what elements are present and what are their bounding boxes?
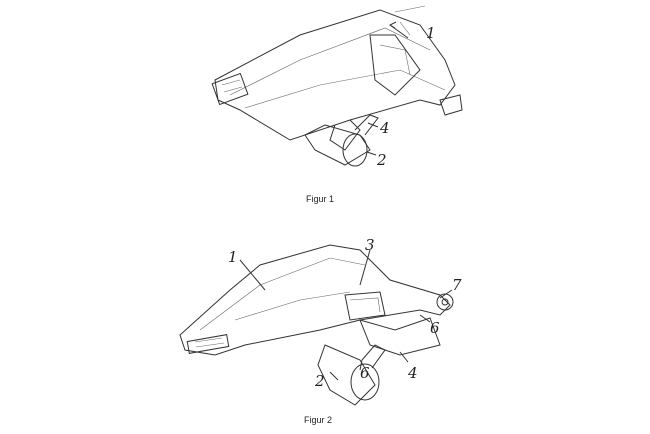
figure-2-label-6b: 6 — [360, 364, 370, 382]
figure-1-drawing: 1 4 2 — [211, 5, 463, 169]
figure-2-caption: Figur 2 — [304, 415, 333, 425]
figure-2-drawing: 1 3 7 6 6 4 2 — [179, 236, 462, 406]
figure-2-label-3: 3 — [365, 236, 375, 254]
figure-1-label-2: 2 — [376, 151, 387, 169]
figure-2-label-2: 2 — [314, 372, 325, 390]
figure-2-label-7: 7 — [452, 276, 462, 294]
figure-2-label-1: 1 — [228, 248, 238, 266]
figure-2-label-6a: 6 — [430, 319, 440, 337]
figure-1-label-1: 1 — [426, 24, 436, 42]
figure-1-label-4: 4 — [379, 119, 390, 137]
figure-1-caption: Figur 1 — [306, 194, 335, 204]
figure-2-label-4: 4 — [407, 364, 418, 382]
